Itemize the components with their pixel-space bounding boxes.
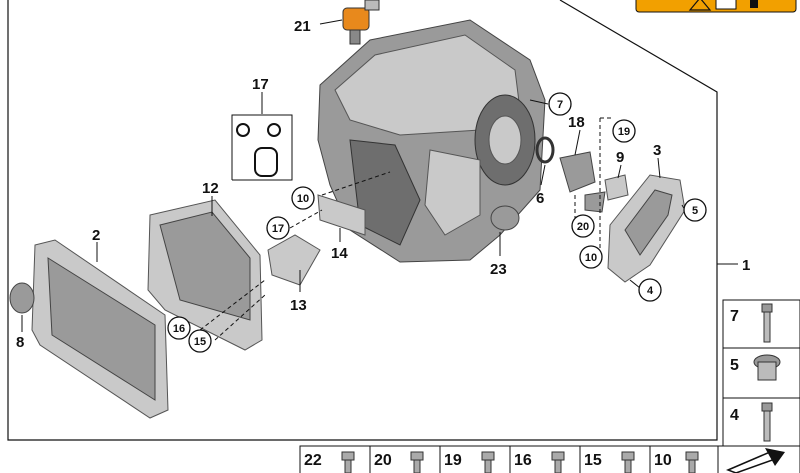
callout-14: 14	[331, 245, 348, 262]
cover-3	[607, 174, 686, 283]
svg-text:16: 16	[173, 323, 185, 335]
bolt-icons-row	[341, 451, 699, 473]
callout-13: 13	[290, 297, 307, 314]
part-9	[604, 174, 629, 201]
bottom-parts-row: 22 20 19 16 15 10	[299, 445, 800, 473]
plug-icon-5	[753, 354, 781, 381]
svg-text:5: 5	[692, 205, 698, 217]
callout-circle-16: 16	[167, 316, 191, 340]
warning-badge	[635, 0, 797, 13]
module-13	[267, 234, 321, 286]
callout-3: 3	[653, 142, 661, 159]
seal-6	[535, 136, 555, 164]
callout-17-top: 17	[252, 76, 269, 93]
callout-circle-15: 15	[188, 329, 212, 353]
bottom-item-10: 10	[654, 452, 672, 469]
callout-18: 18	[568, 114, 585, 131]
callout-6: 6	[536, 190, 544, 207]
callout-circle-4: 4	[638, 278, 662, 302]
callout-circle-10-right: 10	[579, 245, 603, 269]
bolt-icon-7	[761, 303, 773, 343]
svg-text:10: 10	[297, 193, 309, 205]
svg-text:4: 4	[647, 285, 654, 297]
svg-text:7: 7	[557, 99, 563, 111]
callout-circle-17-mid: 17	[266, 216, 290, 240]
seal-kit-17	[231, 114, 293, 181]
bottom-item-16: 16	[514, 452, 532, 469]
actuator-18	[559, 151, 596, 193]
svg-text:19: 19	[618, 126, 630, 138]
arrow-icon	[725, 448, 785, 473]
side-box-4: 4	[730, 407, 739, 424]
sensor-part-21	[342, 0, 380, 45]
bolt-icon-4	[761, 402, 773, 442]
bottom-item-15: 15	[584, 452, 602, 469]
bottom-item-22: 22	[304, 452, 322, 469]
bottom-item-19: 19	[444, 452, 462, 469]
callout-circle-5: 5	[683, 198, 707, 222]
svg-text:15: 15	[194, 336, 206, 348]
callout-circle-7: 7	[548, 92, 572, 116]
cap-8	[9, 282, 35, 314]
side-box-7: 7	[730, 308, 739, 325]
callout-12: 12	[202, 180, 219, 197]
book-icon	[715, 0, 737, 10]
callout-21: 21	[294, 18, 311, 35]
transmission-housing	[317, 19, 546, 263]
callout-circle-19: 19	[612, 119, 636, 143]
plug-23	[490, 205, 520, 231]
cover-plate-2	[31, 239, 169, 419]
callout-8: 8	[16, 334, 24, 351]
svg-text:20: 20	[577, 221, 589, 233]
callout-1: 1	[742, 257, 750, 274]
svg-text:10: 10	[585, 252, 597, 264]
frame-outline	[7, 0, 718, 441]
warning-icon	[688, 0, 712, 11]
power-electronics-12	[147, 199, 263, 351]
callout-2: 2	[92, 227, 100, 244]
bottom-item-20: 20	[374, 452, 392, 469]
side-parts-box: 7 5 4	[722, 299, 800, 449]
callout-circle-10-left: 10	[291, 186, 315, 210]
callout-23: 23	[490, 261, 507, 278]
part-20	[584, 191, 606, 213]
bracket-14	[317, 194, 366, 236]
callout-circle-20: 20	[571, 214, 595, 238]
callout-9: 9	[616, 149, 624, 166]
side-box-5: 5	[730, 357, 739, 374]
svg-text:17: 17	[272, 223, 284, 235]
